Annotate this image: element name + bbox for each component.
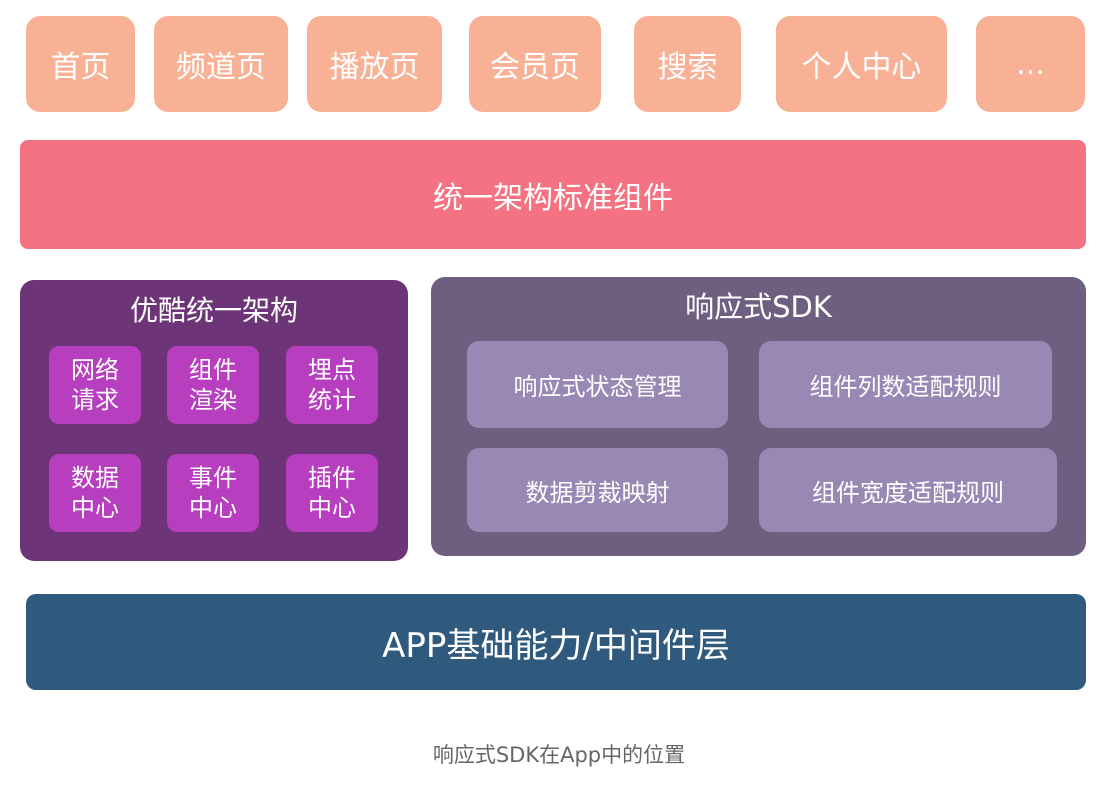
responsive-sdk-title-text: 响应式SDK — [685, 290, 832, 324]
module-data-center: 数据 中心 — [49, 454, 141, 532]
figure-caption-text: 响应式SDK在App中的位置 — [432, 743, 686, 767]
module-label: 响应式状态管理 — [513, 373, 682, 401]
module-tracking-stats: 埋点 统计 — [286, 346, 378, 424]
page-box-membership: 会员页 — [469, 16, 601, 112]
responsive-sdk-title: 响应式SDK — [431, 282, 1086, 328]
page-box-label: 搜索 — [657, 50, 718, 85]
page-box-label: 首页 — [50, 50, 111, 85]
page-box-home: 首页 — [26, 16, 135, 112]
module-line1: 组件 — [189, 356, 237, 384]
module-responsive-state: 响应式状态管理 — [467, 341, 728, 428]
module-width-rules: 组件宽度适配规则 — [759, 448, 1057, 532]
module-line2: 统计 — [308, 386, 356, 414]
app-base-layer-label: APP基础能力/中间件层 — [382, 625, 730, 666]
youku-architecture-title: 优酷统一架构 — [20, 286, 408, 332]
youku-architecture-title-text: 优酷统一架构 — [129, 294, 298, 327]
module-label: 数据剪裁映射 — [525, 478, 670, 507]
page-box-label: 播放页 — [329, 50, 420, 85]
page-box-label: 会员页 — [490, 50, 580, 85]
module-line2: 中心 — [308, 494, 356, 522]
page-box-more: ... — [976, 16, 1085, 112]
module-label: 组件宽度适配规则 — [812, 478, 1004, 507]
page-box-label: ... — [1016, 46, 1045, 82]
module-line2: 中心 — [71, 494, 119, 522]
module-column-count-rules: 组件列数适配规则 — [759, 341, 1052, 428]
page-box-player: 播放页 — [307, 16, 442, 112]
page-box-personal-center: 个人中心 — [776, 16, 947, 112]
module-network-request: 网络 请求 — [49, 346, 141, 424]
module-line1: 插件 — [308, 464, 356, 492]
page-box-channel: 频道页 — [154, 16, 288, 112]
figure-caption: 响应式SDK在App中的位置 — [0, 738, 1118, 770]
page-box-label: 个人中心 — [801, 50, 922, 85]
module-line1: 数据 — [71, 464, 119, 492]
module-line2: 中心 — [189, 494, 237, 522]
app-base-layer-bar: APP基础能力/中间件层 — [26, 594, 1086, 690]
module-line1: 网络 — [71, 356, 119, 384]
standard-components-label: 统一架构标准组件 — [433, 180, 673, 216]
module-line2: 渲染 — [189, 386, 237, 414]
module-data-clipping: 数据剪裁映射 — [467, 448, 728, 532]
module-line1: 事件 — [189, 464, 237, 492]
module-line2: 请求 — [71, 386, 119, 414]
page-box-search: 搜索 — [634, 16, 741, 112]
module-label: 组件列数适配规则 — [809, 373, 1002, 401]
module-line1: 埋点 — [308, 356, 356, 384]
module-plugin-center: 插件 中心 — [286, 454, 378, 532]
module-event-center: 事件 中心 — [167, 454, 259, 532]
module-component-render: 组件 渲染 — [167, 346, 259, 424]
page-box-label: 频道页 — [176, 50, 266, 85]
standard-components-bar: 统一架构标准组件 — [20, 140, 1086, 249]
